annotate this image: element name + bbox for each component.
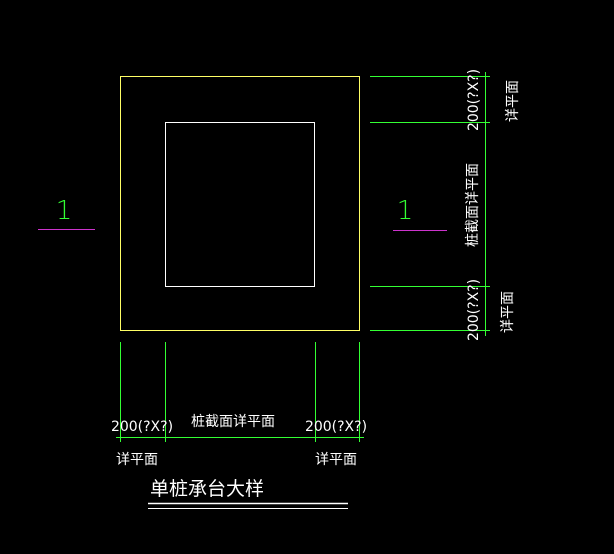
v-dim-top-note: 详平面 — [505, 80, 521, 122]
vertical-dimension — [370, 72, 490, 336]
pile-cap-outline — [120, 76, 360, 331]
section-mark-left: 1 — [38, 196, 95, 230]
v-dim-bottom-note: 详平面 — [500, 291, 516, 333]
v-dim-middle-value: 桩截面详平面 — [464, 163, 481, 247]
drawing-title: 单桩承台大样 — [150, 478, 264, 500]
horizontal-dimension — [116, 342, 364, 442]
h-dim-left-value: 200(?X?) — [111, 419, 173, 435]
pile-section-outline — [165, 122, 315, 287]
section-mark-left-label: 1 — [56, 196, 73, 226]
h-dim-center-value: 桩截面详平面 — [191, 413, 275, 430]
v-dim-top-value: 200(?X?) — [466, 69, 482, 131]
h-dim-left-note: 详平面 — [116, 452, 158, 468]
h-dim-right-value: 200(?X?) — [305, 419, 367, 435]
section-mark-right: 1 — [393, 196, 447, 231]
v-dim-bottom-value: 200(?X?) — [466, 279, 482, 341]
h-dim-right-note: 详平面 — [315, 452, 357, 468]
section-mark-right-label: 1 — [397, 196, 414, 226]
